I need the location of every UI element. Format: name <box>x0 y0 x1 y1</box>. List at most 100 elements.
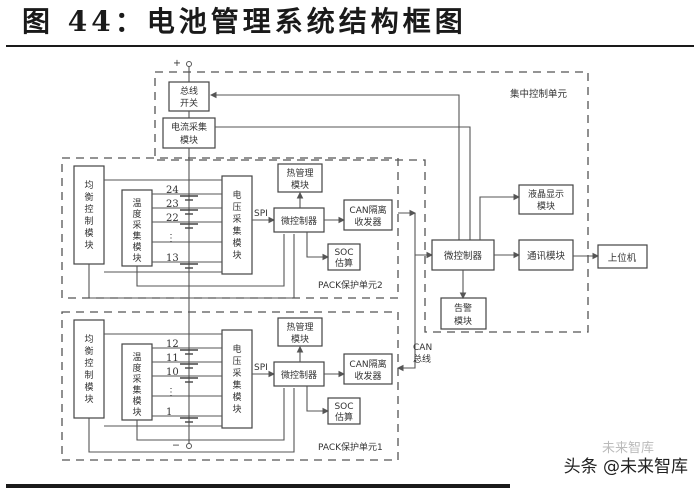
plus-terminal-label: + <box>173 58 181 69</box>
pack2-balance-char: 块 <box>84 239 93 251</box>
pack1-can-label-1: CAN隔离 <box>349 358 386 370</box>
main-switch-label-2: 开关 <box>180 97 198 109</box>
pack1-can-label-2: 收发器 <box>354 370 381 382</box>
title-divider <box>6 45 694 47</box>
lcd-label-2: 模块 <box>537 200 555 212</box>
pack2-cell-label: 22 <box>166 213 179 224</box>
pack2-balance-char: 控 <box>84 203 93 215</box>
pack2-temp-char: 模 <box>132 242 141 253</box>
pack1-thermal-box <box>277 317 323 347</box>
minus-terminal <box>186 443 192 449</box>
pack1-voltage-char: 采 <box>232 368 241 379</box>
pack1-voltage-box <box>221 329 253 429</box>
lcd-label-1: 液晶显示 <box>528 188 564 200</box>
pack1-balance-char: 制 <box>84 369 93 381</box>
central-unit-label: 集中控制单元 <box>510 88 568 100</box>
pack1-soc-label-2: 估算 <box>335 411 353 423</box>
pack2-voltage-char: 模 <box>232 238 241 249</box>
pack1-voltage-char: 电 <box>232 343 241 355</box>
pack2-can-transceiver-box <box>343 199 393 231</box>
central-mcu-label: 微控制器 <box>444 250 483 262</box>
pack2-voltage-box <box>221 175 253 275</box>
pack2-thermal-box <box>277 163 323 193</box>
pack1-border <box>61 311 399 461</box>
pack1-cell-label: 1 <box>166 407 172 418</box>
pack2-temp-char: 采 <box>132 220 141 231</box>
pack1-spi-label: SPI <box>254 363 268 373</box>
pack1-temp-char: 块 <box>132 406 141 418</box>
pack1-mcu-box <box>273 361 325 387</box>
pack2-balance-char: 制 <box>84 215 93 227</box>
pack1-voltage-char: 模 <box>232 392 241 403</box>
pack2-temp-char: 温 <box>132 198 141 209</box>
pack2-thermal-label-2: 模块 <box>291 179 309 191</box>
pack1-balance-char: 块 <box>84 393 93 405</box>
pack2-balance-char: 衡 <box>84 191 93 203</box>
pack1-thermal-label-2: 模块 <box>291 333 309 345</box>
alarm-label-1: 告警 <box>454 302 472 314</box>
watermark: 头条 @未来智库 <box>563 457 688 477</box>
pack1-voltage-char: 集 <box>232 379 241 391</box>
pack2-soc-label-2: 估算 <box>335 257 353 269</box>
pack2-voltage-char: 块 <box>232 249 241 261</box>
pack1-balance-char: 控 <box>84 357 93 369</box>
pack1-mcu-label: 微控制器 <box>281 369 317 381</box>
alarm-label-2: 模块 <box>454 315 472 327</box>
pack2-voltage-char: 集 <box>232 225 241 237</box>
pack1-cell-label: ⋮ <box>166 387 176 398</box>
comm-module-box <box>518 239 574 271</box>
pack1-temp-char: 采 <box>132 374 141 385</box>
pack1-voltage-char: 块 <box>232 403 241 415</box>
pack2-cell-label: 13 <box>166 253 179 264</box>
pack2-spi-label: SPI <box>254 209 268 219</box>
current-sampling-label-2: 模块 <box>180 134 198 146</box>
lcd-module-box <box>518 184 574 215</box>
pack2-balance-char: 模 <box>84 228 93 239</box>
pack2-mcu-box <box>273 207 325 233</box>
can-bus-label-2: 总线 <box>413 353 431 365</box>
pack1-temp-char: 度 <box>132 362 141 374</box>
comm-module-label: 通讯模块 <box>527 250 566 262</box>
pack1-can-transceiver-box <box>343 353 393 385</box>
pack1-soc-label-1: SOC <box>334 402 353 412</box>
pack2-can-label-1: CAN隔离 <box>349 204 386 216</box>
pack1-temp-char: 集 <box>132 384 141 396</box>
plus-terminal <box>186 61 192 67</box>
pack2-balance-char: 均 <box>84 179 93 191</box>
pack2-voltage-char: 电 <box>232 189 241 201</box>
pack2-label: PACK保护单元2 <box>318 279 383 291</box>
pack2-voltage-char: 压 <box>232 202 241 213</box>
pack2-cell-label: 23 <box>166 199 179 210</box>
pack2-soc-label-1: SOC <box>334 248 353 258</box>
pack1-thermal-label-1: 热管理 <box>286 321 313 333</box>
pack1-voltage-char: 压 <box>232 356 241 367</box>
figure-title: 图 44：电池管理系统结构框图 <box>22 5 467 38</box>
pack1-cell-label: 10 <box>166 367 179 378</box>
can-bus-label-1: CAN <box>413 343 432 353</box>
pack1-soc-box <box>327 397 361 425</box>
main-switch-label-1: 总线 <box>180 85 198 97</box>
pack1-cell-label: 12 <box>166 339 179 350</box>
host-computer-label: 上位机 <box>608 252 637 264</box>
pack1-balance-char: 衡 <box>84 345 93 357</box>
pack2-voltage-char: 采 <box>232 214 241 225</box>
pack2-cell-label: ⋮ <box>166 233 176 244</box>
pack1-balance-char: 模 <box>84 382 93 393</box>
watermark-ghost: 未来智库 <box>602 441 655 456</box>
current-sampling-label-1: 电流采集 <box>171 121 207 133</box>
pack2-cell-label: 24 <box>166 185 179 196</box>
main-switch-box <box>168 81 210 112</box>
pack2-thermal-label-1: 热管理 <box>286 167 313 179</box>
pack2-temp-char: 块 <box>132 252 141 264</box>
pack1-label: PACK保护单元1 <box>318 441 383 453</box>
minus-terminal-label: − <box>172 440 180 451</box>
pack2-mcu-label: 微控制器 <box>281 215 317 227</box>
pack2-temp-char: 集 <box>132 230 141 242</box>
pack1-balance-char: 均 <box>84 333 93 345</box>
bottom-divider <box>6 484 510 488</box>
current-sampling-box <box>162 117 216 149</box>
pack2-can-label-2: 收发器 <box>354 216 381 228</box>
alarm-module-box <box>440 297 487 330</box>
pack1-cell-label: 11 <box>166 353 179 364</box>
